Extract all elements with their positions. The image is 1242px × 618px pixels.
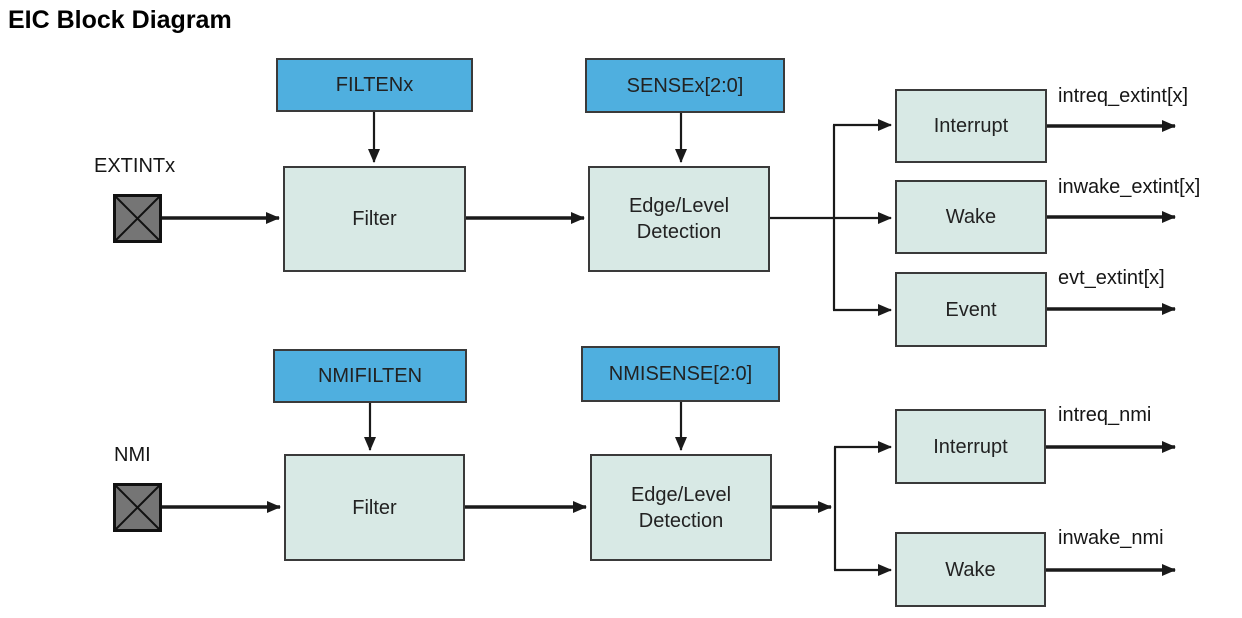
nmi-pad-icon [113, 483, 162, 532]
extintx-pad-icon [113, 194, 162, 243]
page-title: EIC Block Diagram [8, 6, 232, 34]
filtenx-register-box: FILTENx [276, 58, 473, 112]
wake-block-nmi: Wake [895, 532, 1046, 607]
nmi-label: NMI [114, 444, 151, 466]
wake-block-extint: Wake [895, 180, 1047, 254]
filter-block-extint: Filter [283, 166, 466, 272]
inwake-extint-signal-label: inwake_extint[x] [1058, 176, 1201, 198]
extintx-label: EXTINTx [94, 155, 176, 177]
interrupt-block-nmi: Interrupt [895, 409, 1046, 484]
intreq-extint-signal-label: intreq_extint[x] [1058, 85, 1189, 107]
nmifilten-register-box: NMIFILTEN [273, 349, 467, 403]
nmisense-register-box: NMISENSE[2:0] [581, 346, 780, 402]
event-block-extint: Event [895, 272, 1047, 347]
inwake-nmi-signal-label: inwake_nmi [1058, 527, 1164, 549]
edge-level-detection-block-extint: Edge/Level Detection [588, 166, 770, 272]
sensex-register-box: SENSEx[2:0] [585, 58, 785, 113]
evt-extint-signal-label: evt_extint[x] [1058, 267, 1165, 289]
interrupt-block-extint: Interrupt [895, 89, 1047, 163]
intreq-nmi-signal-label: intreq_nmi [1058, 404, 1152, 426]
filter-block-nmi: Filter [284, 454, 465, 561]
edge-level-detection-block-nmi: Edge/Level Detection [590, 454, 772, 561]
